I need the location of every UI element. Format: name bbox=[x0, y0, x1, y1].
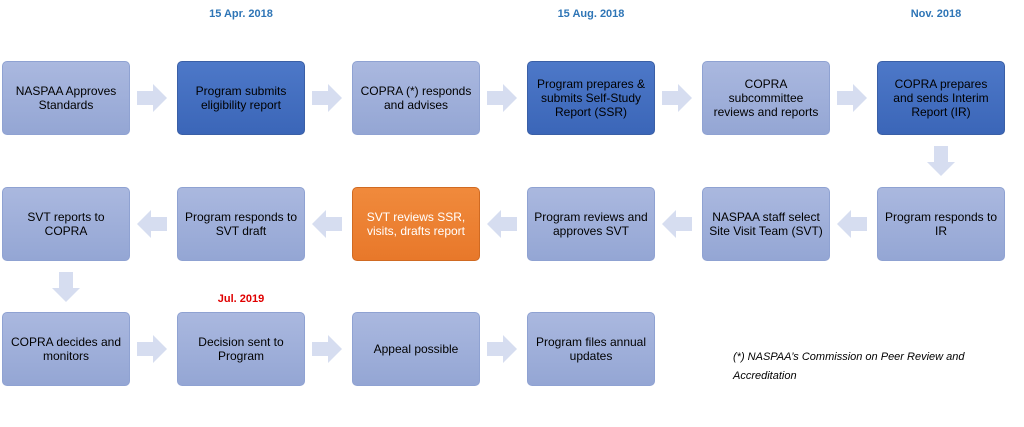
step-label: Program responds to SVT draft bbox=[184, 210, 298, 238]
step-label: NASPAA staff select Site Visit Team (SVT… bbox=[709, 210, 823, 238]
arrow-right-icon bbox=[137, 84, 167, 112]
step-label: COPRA subcommittee reviews and reports bbox=[713, 77, 819, 119]
arrow-down-icon bbox=[927, 146, 955, 176]
step-annual-updates: Program files annual updates bbox=[527, 312, 655, 386]
arrow-left-icon bbox=[487, 210, 517, 238]
step-label: Program responds to IR bbox=[884, 210, 998, 238]
step-program-responds-svt-draft: Program responds to SVT draft bbox=[177, 187, 305, 261]
date-label-aug-2018: 15 Aug. 2018 bbox=[557, 8, 625, 20]
step-label: SVT reviews SSR, visits, drafts report bbox=[366, 210, 466, 238]
step-program-submits-ssr: Program prepares & submits Self-Study Re… bbox=[527, 61, 655, 135]
step-label: COPRA prepares and sends Interim Report … bbox=[893, 77, 989, 119]
footnote-copra-definition: (*) NASPAA’s Commission on Peer Review a… bbox=[733, 351, 965, 382]
arrow-right-icon bbox=[487, 335, 517, 363]
step-label: COPRA decides and monitors bbox=[10, 335, 122, 363]
step-copra-subcommittee-reviews: COPRA subcommittee reviews and reports bbox=[702, 61, 830, 135]
arrow-left-icon bbox=[662, 210, 692, 238]
step-program-submits-eligibility: Program submits eligibility report bbox=[177, 61, 305, 135]
step-label: Decision sent to Program bbox=[198, 335, 284, 363]
step-copra-decides: COPRA decides and monitors bbox=[2, 312, 130, 386]
arrow-down-icon bbox=[52, 272, 80, 302]
date-label-apr-2018: 15 Apr. 2018 bbox=[209, 8, 273, 20]
arrow-left-icon bbox=[837, 210, 867, 238]
step-copra-sends-interim-report: COPRA prepares and sends Interim Report … bbox=[877, 61, 1005, 135]
step-copra-responds: COPRA (*) responds and advises bbox=[352, 61, 480, 135]
step-label: SVT reports to COPRA bbox=[27, 210, 105, 238]
step-program-approves-svt: Program reviews and approves SVT bbox=[527, 187, 655, 261]
step-label: Appeal possible bbox=[373, 342, 459, 356]
step-svt-reviews-ssr: SVT reviews SSR, visits, drafts report bbox=[352, 187, 480, 261]
step-label: NASPAA Approves Standards bbox=[15, 84, 117, 112]
arrow-right-icon bbox=[312, 84, 342, 112]
date-label-jul-2019: Jul. 2019 bbox=[217, 293, 265, 305]
step-label: Program submits eligibility report bbox=[195, 84, 287, 112]
step-naspaa-approves-standards: NASPAA Approves Standards bbox=[2, 61, 130, 135]
arrow-left-icon bbox=[137, 210, 167, 238]
arrow-right-icon bbox=[662, 84, 692, 112]
arrow-right-icon bbox=[312, 335, 342, 363]
step-svt-reports-to-copra: SVT reports to COPRA bbox=[2, 187, 130, 261]
arrow-left-icon bbox=[312, 210, 342, 238]
step-label: Program reviews and approves SVT bbox=[534, 210, 648, 238]
step-decision-sent: Decision sent to Program bbox=[177, 312, 305, 386]
step-label: COPRA (*) responds and advises bbox=[360, 84, 472, 112]
arrow-right-icon bbox=[137, 335, 167, 363]
arrow-right-icon bbox=[837, 84, 867, 112]
step-appeal-possible: Appeal possible bbox=[352, 312, 480, 386]
date-label-nov-2018: Nov. 2018 bbox=[910, 8, 962, 20]
step-label: Program prepares & submits Self-Study Re… bbox=[536, 77, 646, 119]
arrow-right-icon bbox=[487, 84, 517, 112]
step-program-responds-ir: Program responds to IR bbox=[877, 187, 1005, 261]
step-label: Program files annual updates bbox=[535, 335, 647, 363]
step-naspaa-selects-svt: NASPAA staff select Site Visit Team (SVT… bbox=[702, 187, 830, 261]
